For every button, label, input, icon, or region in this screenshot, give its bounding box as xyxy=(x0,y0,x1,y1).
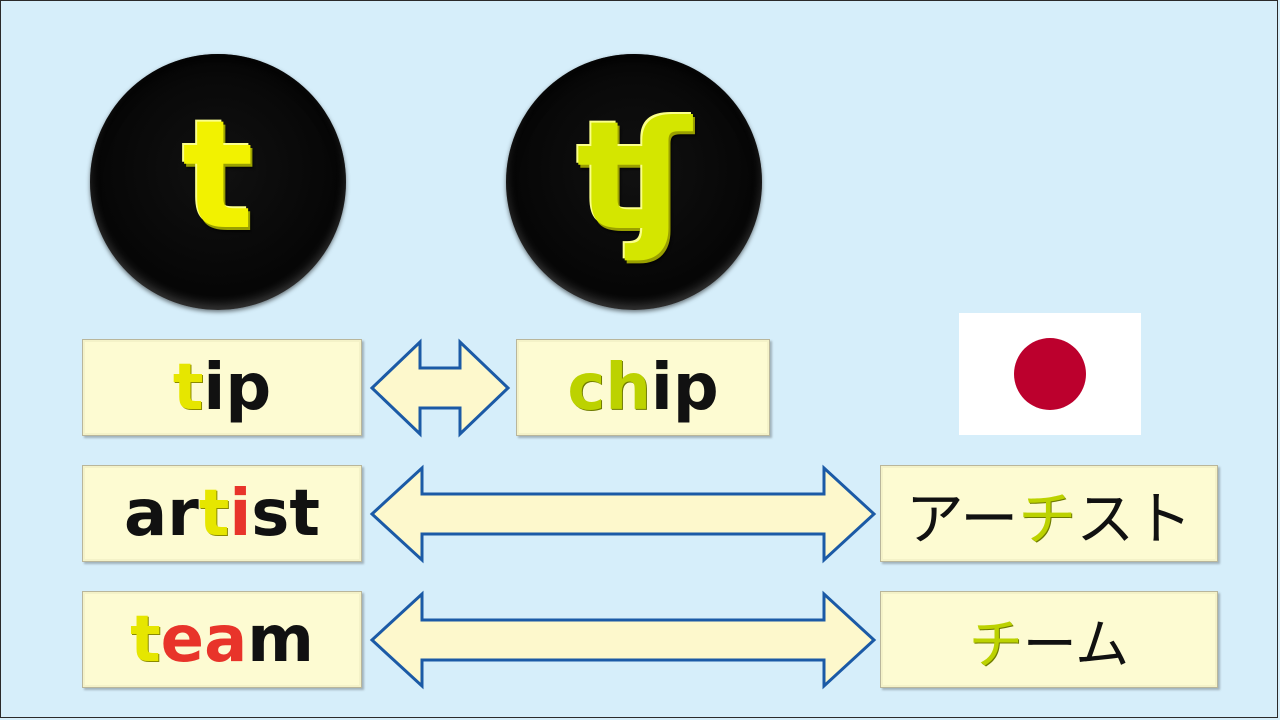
word-segment: st xyxy=(251,476,320,551)
phoneme-circle-ch: ʧ xyxy=(506,54,762,310)
flag-red-disc xyxy=(1014,338,1086,410)
long-double-arrow-icon xyxy=(369,464,877,564)
word-segment: ip xyxy=(650,350,719,425)
word-box-artist-japanese: アーチスト xyxy=(880,465,1218,562)
word-segment: i xyxy=(229,476,252,551)
word-segment: t xyxy=(172,350,204,425)
word-segment: アー xyxy=(905,484,1019,553)
word-segment: ーム xyxy=(1022,613,1130,676)
word-segment: チ xyxy=(1018,484,1077,553)
long-double-arrow-icon xyxy=(369,590,877,690)
word-segment: ip xyxy=(203,350,272,425)
word-segment: t xyxy=(130,602,161,677)
phoneme-circle-t: t xyxy=(90,54,346,310)
double-arrow-shape xyxy=(369,338,511,438)
word-segment: チ xyxy=(968,613,1023,676)
word-box-team-japanese: チーム xyxy=(880,591,1218,688)
long-double-arrow-shape xyxy=(369,464,877,564)
phoneme-ch-symbol: ʧ xyxy=(576,90,692,264)
long-double-arrow-shape xyxy=(369,590,877,690)
double-arrow-icon xyxy=(369,338,511,438)
word-segment: ch xyxy=(567,350,651,425)
japan-flag-icon xyxy=(959,313,1141,435)
word-segment: スト xyxy=(1076,484,1193,553)
word-segment: ea xyxy=(160,602,248,677)
phoneme-t-symbol: t xyxy=(182,89,254,263)
word-segment: ar xyxy=(124,476,199,551)
word-segment: t xyxy=(198,476,230,551)
word-segment: m xyxy=(247,602,314,677)
